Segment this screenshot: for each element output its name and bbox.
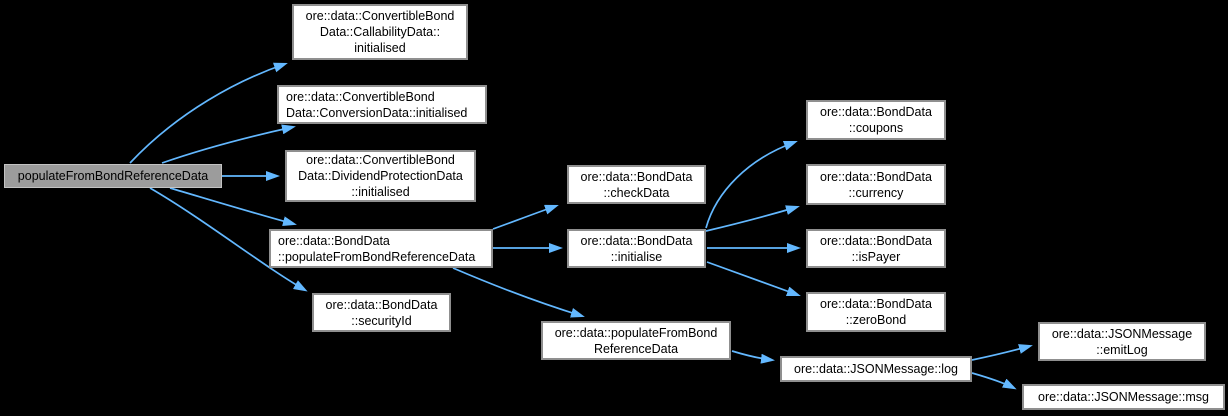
graph-node-initialise[interactable]: ore::data::BondData ::initialise — [567, 229, 706, 268]
edge-root-to-conversion-initialised — [161, 124, 296, 164]
graph-node-security-id[interactable]: ore::data::BondData ::securityId — [312, 293, 451, 332]
edge-initialise-to-currency — [705, 205, 800, 232]
edge-initialise-to-zero-bond — [706, 261, 801, 297]
graph-node-dividend-protection-initialised[interactable]: ore::data::ConvertibleBond Data::Dividen… — [285, 150, 476, 202]
edge-free-populate-to-jsonmessage-log — [731, 350, 775, 364]
edge-bonddata-populate-to-check-data — [492, 204, 559, 230]
graph-node-zero-bond[interactable]: ore::data::BondData ::zeroBond — [806, 292, 946, 332]
edge-root-to-bonddata-populate — [169, 187, 297, 227]
edge-bonddata-populate-to-free-populate — [452, 267, 585, 318]
edge-jsonmessage-log-to-emit-log — [971, 344, 1033, 361]
graph-node-msg[interactable]: ore::data::JSONMessage::msg — [1022, 384, 1225, 410]
graph-node-jsonmessage-log[interactable]: ore::data::JSONMessage::log — [780, 356, 972, 382]
graph-node-check-data[interactable]: ore::data::BondData ::checkData — [567, 165, 706, 204]
graph-node-bonddata-populate[interactable]: ore::data::BondData ::populateFromBondRe… — [269, 229, 493, 268]
edge-initialise-to-coupons — [705, 140, 798, 229]
edge-root-to-security-id — [149, 187, 308, 292]
graph-node-conversion-initialised[interactable]: ore::data::ConvertibleBond Data::Convers… — [277, 85, 487, 124]
graph-node-emit-log[interactable]: ore::data::JSONMessage ::emitLog — [1038, 322, 1206, 361]
edge-jsonmessage-log-to-msg — [971, 372, 1017, 390]
graph-node-currency[interactable]: ore::data::BondData ::currency — [806, 164, 946, 205]
graph-node-root: populateFromBondReferenceData — [4, 164, 222, 188]
graph-node-free-populate[interactable]: ore::data::populateFromBond ReferenceDat… — [541, 321, 731, 360]
edge-root-to-callability-initialised — [129, 62, 288, 164]
graph-node-is-payer[interactable]: ore::data::BondData ::isPayer — [806, 229, 946, 268]
graph-node-coupons[interactable]: ore::data::BondData ::coupons — [806, 100, 946, 140]
graph-node-callability-initialised[interactable]: ore::data::ConvertibleBond Data::Callabi… — [292, 4, 468, 60]
